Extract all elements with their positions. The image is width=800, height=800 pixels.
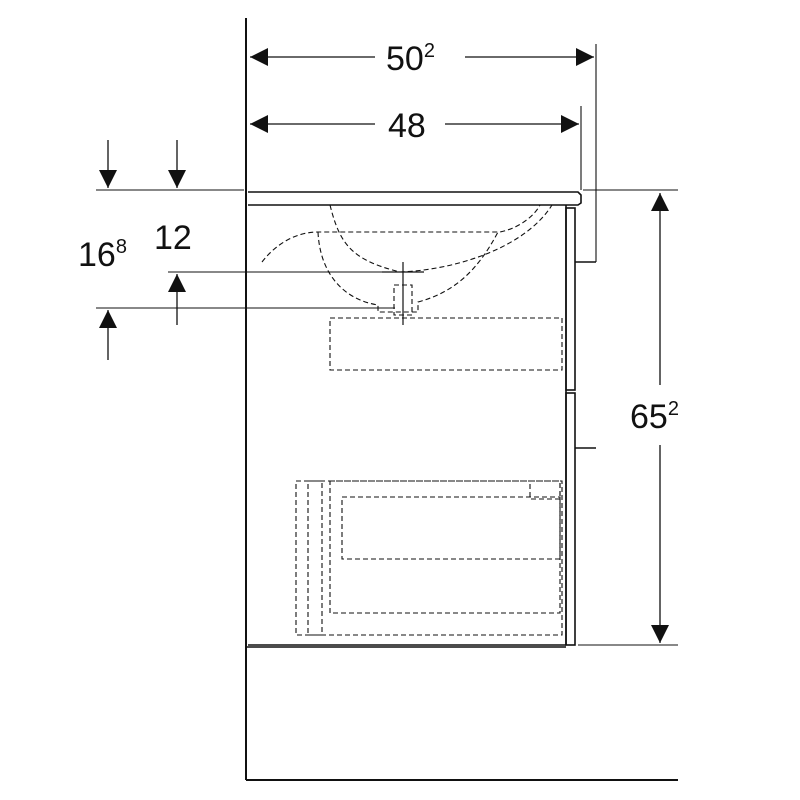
basin-back <box>261 204 541 263</box>
label-drain-inner: 12 <box>154 219 192 257</box>
label-cabinet-depth: 48 <box>388 107 426 145</box>
lower-drawer-side <box>307 480 323 636</box>
hidden-parts <box>261 204 563 636</box>
lower-drawer-front <box>565 392 576 646</box>
lower-drawer-slide <box>529 480 561 500</box>
basin-outer <box>329 204 553 273</box>
label-height: 652 <box>630 398 679 436</box>
basin-inner <box>317 231 499 313</box>
upper-drawer-box <box>329 317 563 371</box>
wall-and-floor <box>245 18 678 781</box>
upper-drawer-front <box>565 207 576 391</box>
lower-drawer-inner-box <box>329 480 561 614</box>
dimension-arrows <box>99 48 669 643</box>
label-total-depth: 502 <box>386 40 435 78</box>
countertop <box>248 191 582 206</box>
cabinet-outline <box>246 191 596 648</box>
lower-drawer-insert <box>341 496 561 560</box>
extension-lines <box>96 44 678 646</box>
label-drain-outer: 168 <box>78 236 127 274</box>
lower-drawer-outer <box>295 480 563 636</box>
